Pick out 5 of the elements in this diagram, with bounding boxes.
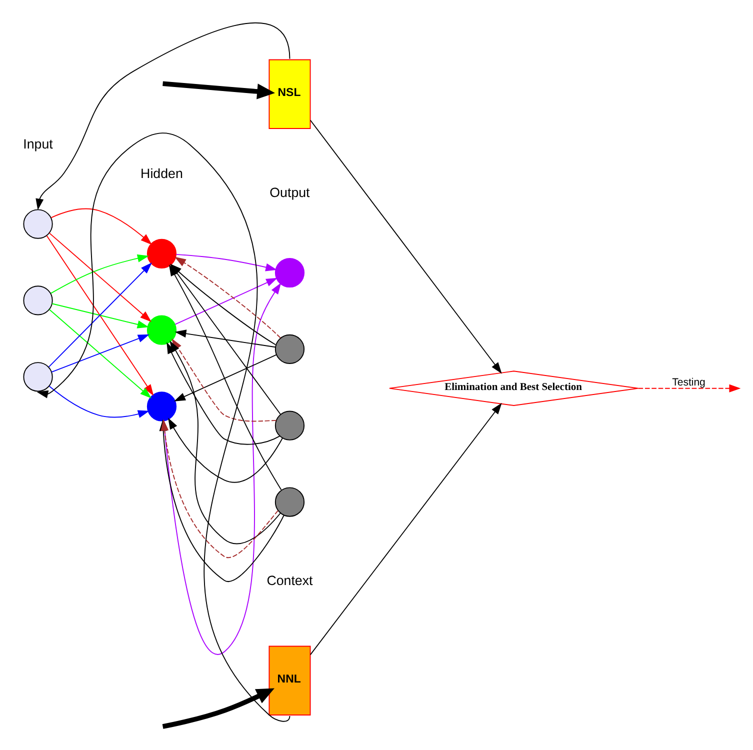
label: Output (270, 185, 310, 200)
label: Context (266, 572, 313, 588)
edge-label: Testing (672, 376, 706, 388)
label: Input (23, 136, 53, 152)
label: Hidden (140, 166, 183, 181)
